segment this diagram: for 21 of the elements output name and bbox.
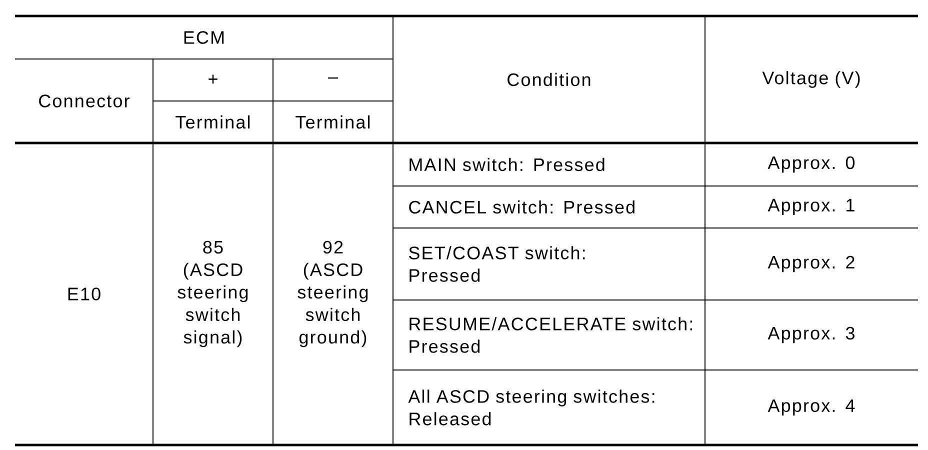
column-header: Condition	[508, 72, 590, 86]
column-header: +	[208, 74, 218, 84]
table-entry: CANCEL switch: Pressed	[409, 200, 634, 214]
table-entry: Approx. 4	[768, 399, 855, 416]
table-entry: MAIN switch: Pressed	[410, 158, 604, 172]
column-header: ECM	[184, 31, 224, 44]
column-header: Terminal	[296, 115, 370, 129]
table-entry: E10	[68, 288, 100, 300]
table-entry: Approx. 1	[768, 198, 854, 216]
table-entry: 92 (ASCD steering switch ground)	[298, 240, 368, 348]
table-entry: SET/COAST switch: Pressed	[409, 246, 585, 282]
table-entry: Approx. 0	[768, 156, 855, 173]
table-entry: Approx. 3	[768, 326, 854, 344]
column-header: Voltage (V)	[762, 71, 860, 88]
table-entry: All ASCD steering switches: Released	[408, 390, 654, 426]
table-entry: Approx. 2	[768, 256, 854, 272]
column-header: –	[328, 77, 338, 79]
column-header: Terminal	[176, 115, 250, 129]
table-entry: 85 (ASCD steering switch signal)	[178, 240, 248, 348]
table-entry: RESUME/ACCELERATE switch: Pressed	[410, 317, 692, 353]
column-header: Connector	[39, 94, 130, 108]
